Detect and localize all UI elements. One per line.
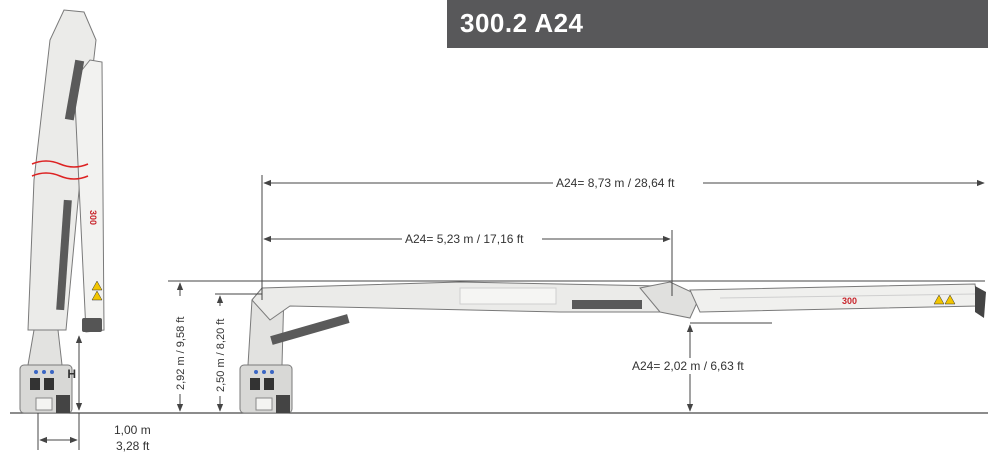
boom-model-marking: 300 bbox=[842, 296, 857, 306]
h-label: H bbox=[67, 367, 76, 381]
folded-model-marking: 300 bbox=[88, 210, 98, 225]
h-dimension: H bbox=[67, 335, 83, 411]
reach-max-dimension: A24= 8,73 m / 28,64 ft bbox=[263, 175, 985, 191]
height-boom-dimension: 2,50 m / 8,20 ft bbox=[214, 295, 227, 412]
hook-height-label: A24= 2,02 m / 6,63 ft bbox=[632, 359, 744, 373]
height-boom-label: 2,50 m / 8,20 ft bbox=[215, 319, 227, 392]
hook-height-dimension: A24= 2,02 m / 6,63 ft bbox=[630, 324, 766, 412]
width-ft-label: 3,28 ft bbox=[116, 439, 150, 453]
height-total-label: 2,92 m / 9,58 ft bbox=[175, 317, 187, 390]
height-total-dimension: 2,92 m / 9,58 ft bbox=[174, 282, 187, 412]
folded-crane: 300 bbox=[19, 9, 105, 414]
reach-max-label: A24= 8,73 m / 28,64 ft bbox=[556, 176, 675, 190]
title-bar: 300.2 A24 bbox=[447, 0, 988, 48]
extended-crane: 300 bbox=[239, 281, 986, 414]
model-title: 300.2 A24 bbox=[460, 8, 584, 38]
width-dimension: 1,00 m 3,28 ft bbox=[37, 413, 151, 453]
reach-mid-dimension: A24= 5,23 m / 17,16 ft bbox=[263, 231, 671, 247]
reach-mid-label: A24= 5,23 m / 17,16 ft bbox=[405, 232, 524, 246]
width-m-label: 1,00 m bbox=[114, 423, 151, 437]
